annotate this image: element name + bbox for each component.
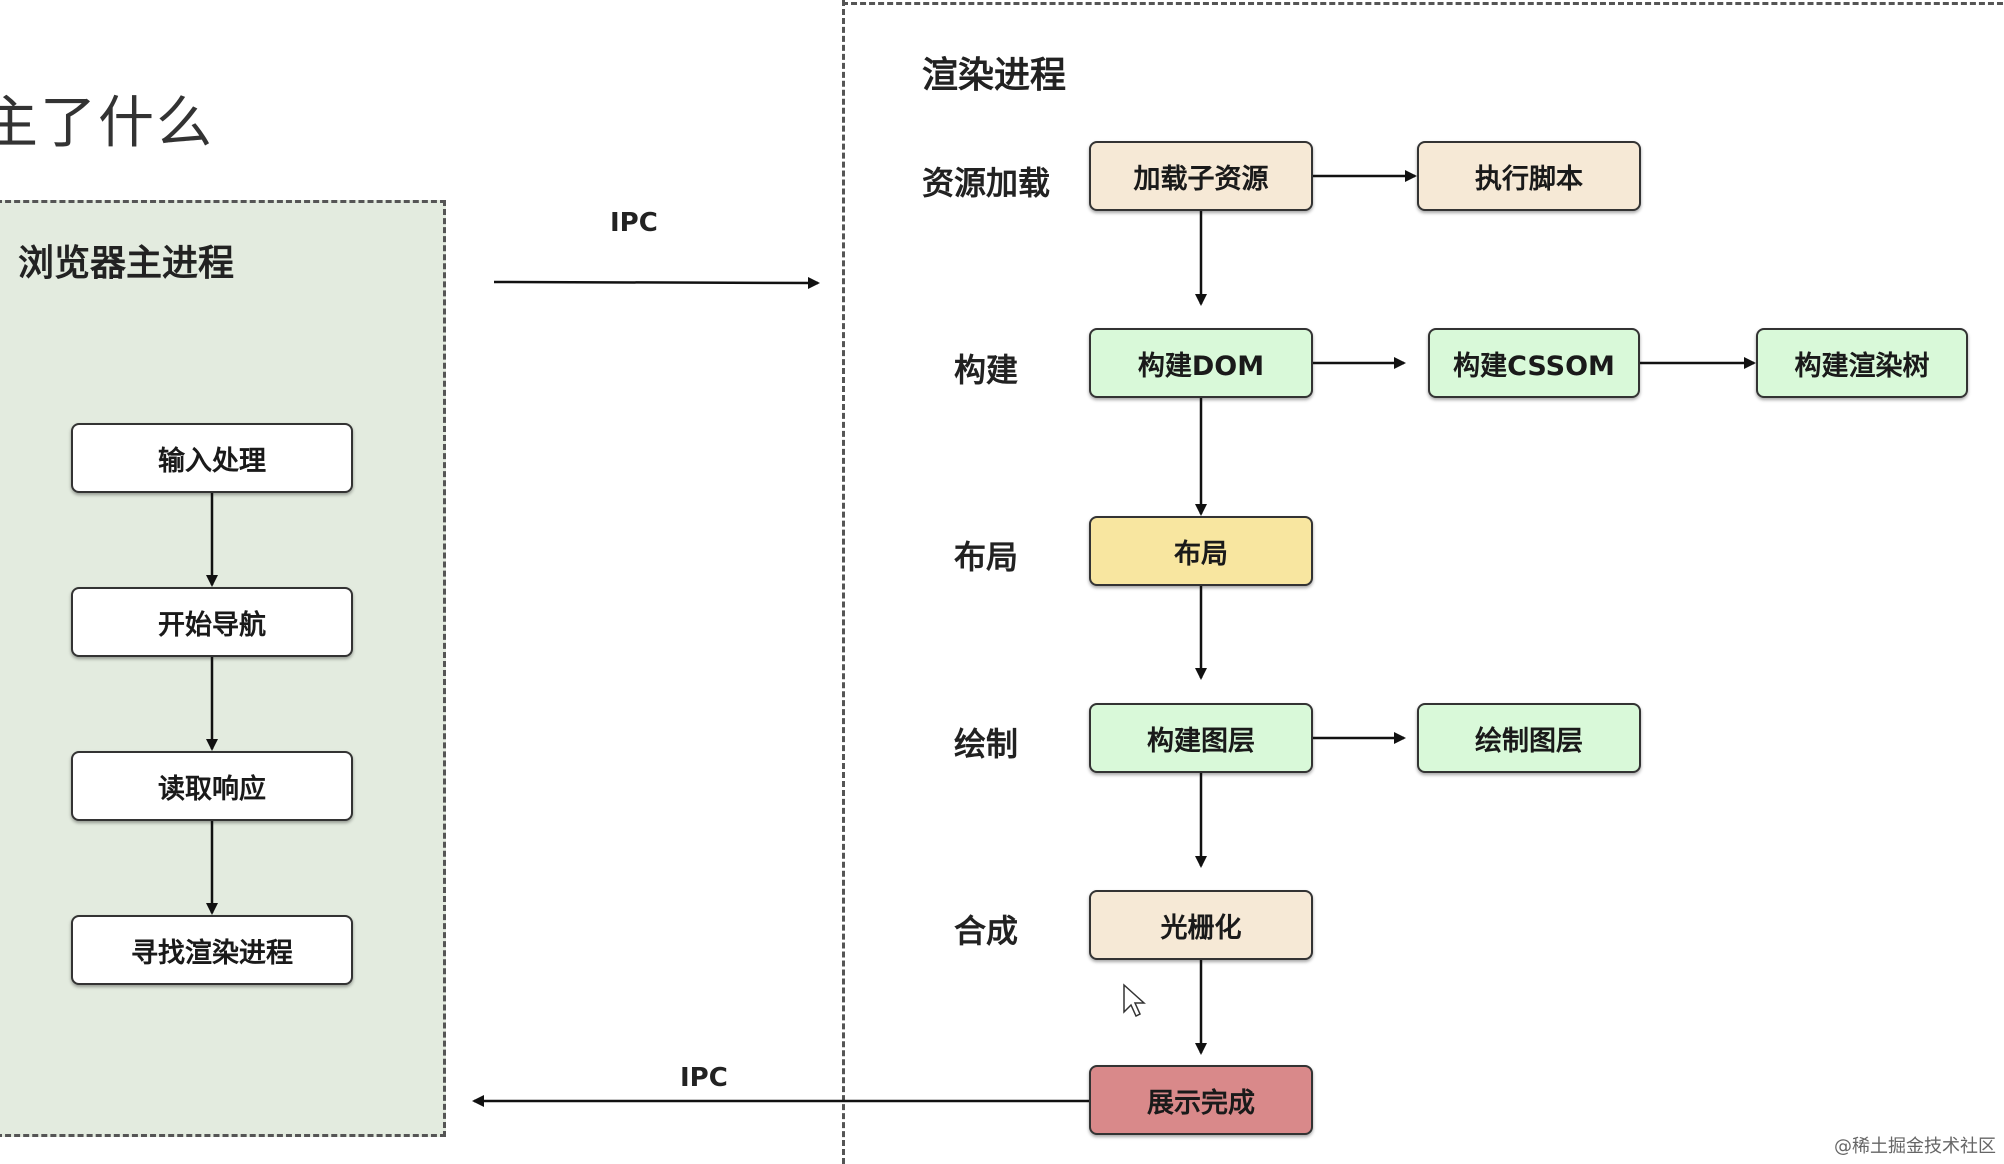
step-read-response[interactable]: 读取响应	[71, 751, 353, 821]
stage-label-layout: 布局	[953, 538, 1018, 576]
node-build-dom[interactable]: 构建DOM	[1089, 328, 1313, 398]
renderer-process-title: 渲染进程	[922, 55, 1067, 96]
renderer-panel-border-left	[842, 0, 845, 1164]
stage-label-build: 构建	[953, 351, 1018, 389]
ipc-label-bottom: IPC	[680, 1063, 728, 1093]
renderer-panel-border-top	[842, 2, 2004, 5]
node-load-sub-resources[interactable]: 加载子资源	[1089, 141, 1313, 211]
node-layout[interactable]: 布局	[1089, 516, 1313, 586]
cursor-icon	[1123, 983, 1146, 1018]
node-build-layers[interactable]: 构建图层	[1089, 703, 1313, 773]
node-rasterize[interactable]: 光栅化	[1089, 890, 1313, 960]
watermark: @稀土掘金技术社区	[1834, 1136, 1996, 1157]
node-build-render-tree[interactable]: 构建渲染树	[1756, 328, 1968, 398]
stage-label-composite: 合成	[953, 912, 1018, 950]
node-paint-layers[interactable]: 绘制图层	[1417, 703, 1641, 773]
browser-main-process-title: 浏览器主进程	[18, 243, 235, 284]
page-title: 主了什么	[0, 91, 214, 156]
step-find-renderer[interactable]: 寻找渲染进程	[71, 915, 353, 985]
node-display-done[interactable]: 展示完成	[1089, 1065, 1313, 1135]
stage-label-paint: 绘制	[953, 725, 1018, 763]
node-build-cssom[interactable]: 构建CSSOM	[1428, 328, 1640, 398]
stage-label-resource-loading: 资源加载	[921, 164, 1050, 202]
step-start-navigation[interactable]: 开始导航	[71, 587, 353, 657]
node-execute-script[interactable]: 执行脚本	[1417, 141, 1641, 211]
arrow-ipc-to-renderer	[493, 276, 820, 289]
step-input-handling[interactable]: 输入处理	[71, 423, 353, 493]
ipc-label-top: IPC	[610, 208, 658, 238]
